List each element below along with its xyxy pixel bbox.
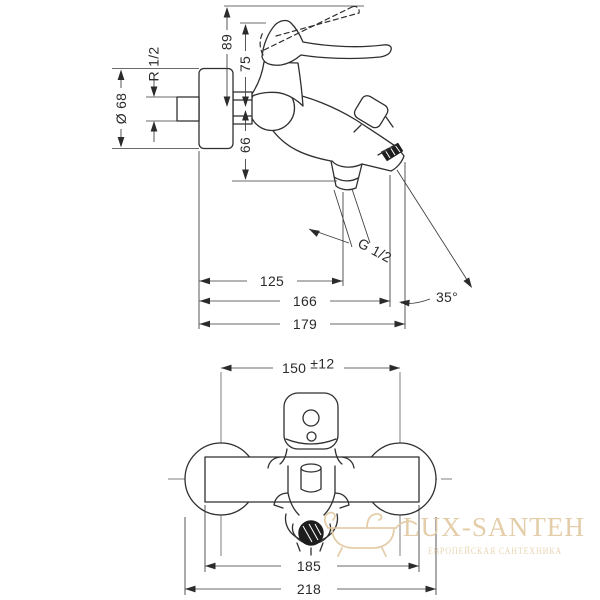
arrowhead: [150, 121, 158, 132]
dim-label-166: 166: [293, 293, 317, 309]
dim-height-66: 66: [232, 110, 337, 182]
front-view-faucet-body: [184, 392, 437, 556]
arrowhead: [408, 562, 419, 570]
arrowhead: [117, 69, 125, 80]
dim-outlet-thread: G 1/2: [307, 188, 394, 266]
arrowhead: [332, 277, 343, 285]
arrowhead: [199, 320, 210, 328]
arrowhead: [199, 297, 210, 305]
outlet-shoulder: [331, 160, 363, 168]
handle-front: [283, 392, 339, 450]
arrowhead: [425, 585, 436, 593]
dim-height-89: 89: [219, 5, 364, 107]
arrowhead: [223, 7, 231, 18]
arrowhead: [463, 277, 475, 290]
escutcheon: [198, 67, 234, 150]
dim-height-75: 75: [237, 22, 266, 107]
diverter-knob: [353, 95, 394, 133]
dim-label-66: 66: [237, 137, 253, 153]
watermark: LUX-SANTEH ЕВРОПЕЙСКАЯ САНТЕХНИКА: [323, 511, 585, 557]
arrowhead: [389, 364, 400, 372]
dim-spout-angle: 35°: [396, 169, 475, 307]
dim-reach-125: 125: [199, 273, 343, 289]
handle-neck: [249, 61, 304, 107]
dim-escutcheon-diameter: Ø 68: [112, 68, 199, 149]
arrowhead: [150, 86, 158, 97]
arrowhead: [379, 297, 390, 305]
dim-reach-166: 166: [199, 293, 390, 309]
front-view: 150±12: [168, 356, 452, 597]
lever-raised-dashed: [259, 5, 360, 56]
dim-label-75: 75: [237, 56, 253, 72]
arrowhead: [205, 562, 216, 570]
dim-label-outlet-thread: G 1/2: [355, 235, 394, 266]
dim-label-wall-thread: R 1/2: [146, 47, 162, 82]
lever-handle: [261, 19, 392, 66]
arrowhead: [398, 298, 410, 307]
dim-body-width: 185: [204, 505, 420, 574]
side-view: 89 75 66 Ø 68: [112, 5, 475, 332]
arrowhead: [394, 320, 405, 328]
supply-pipe: [176, 96, 200, 122]
handle-dot-large: [302, 409, 320, 427]
arrowhead: [199, 277, 210, 285]
dim-wall-thread: R 1/2: [146, 47, 177, 142]
dim-label-diameter: Ø 68: [113, 93, 129, 125]
aerator: [377, 142, 404, 162]
dim-label-spout-angle: 35°: [436, 289, 458, 305]
body-housing: [267, 448, 355, 516]
arrowhead: [185, 585, 196, 593]
dim-label-179: 179: [293, 316, 317, 332]
dim-label-218: 218: [297, 581, 321, 597]
outlet-band: [333, 176, 359, 182]
bathtub-icon: [323, 511, 417, 557]
dim-label-185: 185: [297, 558, 321, 574]
arrowhead: [221, 364, 232, 372]
spout-outline: [267, 92, 405, 191]
dim-label-150: 150±12: [282, 356, 334, 377]
handle-dot-small: [306, 431, 317, 442]
arrowhead: [242, 169, 249, 180]
dim-label-89: 89: [219, 34, 235, 50]
aerator-front: [296, 520, 324, 556]
arrowhead: [242, 24, 249, 35]
watermark-brand: LUX-SANTEH: [403, 512, 585, 542]
side-view-faucet-body: [176, 5, 405, 191]
dim-center-distance: 150±12: [221, 356, 400, 377]
diverter-knob-front: [300, 463, 322, 493]
arrowhead: [307, 225, 320, 237]
watermark-tagline: ЕВРОПЕЙСКАЯ САНТЕХНИКА: [428, 545, 562, 557]
dim-overall-width: 218: [184, 517, 437, 597]
dim-reach-179: 179: [199, 316, 405, 332]
dim-label-125: 125: [260, 273, 284, 289]
arrowhead: [117, 137, 125, 148]
